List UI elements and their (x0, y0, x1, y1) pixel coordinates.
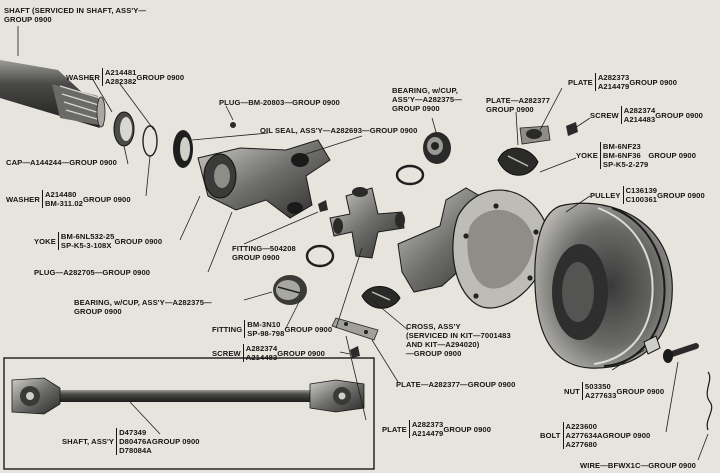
callout-bearing-top: BEARING, w/CUP, ASS'Y—A282375— GROUP 090… (392, 86, 462, 113)
snap-ring-part (142, 125, 158, 157)
plate-top-part (497, 147, 539, 176)
fitting-part (318, 200, 328, 212)
pulley-part (534, 202, 673, 369)
wire-part (706, 371, 713, 431)
plate-mid-part (331, 286, 401, 341)
bearing-cup-top-part (423, 132, 451, 164)
bolt-part (663, 343, 699, 363)
callout-wire: WIRE—BFWX1C—GROUP 0900 (580, 461, 696, 470)
screw-mid-part (350, 346, 360, 358)
callout-fitting-top: FITTING—504208 GROUP 0900 (232, 244, 296, 262)
cross-part (329, 187, 405, 259)
shaft-assembly-inset (3, 357, 375, 470)
flange-yoke-part (397, 187, 551, 309)
callout-plug-bm: PLUG—BM-20803—GROUP 0900 (219, 98, 340, 107)
callout-cross: CROSS, ASS'Y (SERVICED IN KIT—7001483 AN… (406, 322, 511, 358)
screw-right-part (566, 122, 578, 136)
callout-bearing-mid: BEARING, w/CUP, ASS'Y—A282375— GROUP 090… (74, 298, 212, 316)
callout-oil-seal: OIL SEAL, ASS'Y—A282693—GROUP 0900 (260, 126, 418, 135)
nut-part (643, 335, 661, 355)
callout-plate-mid: PLATE—A282377—GROUP 0900 (396, 380, 516, 389)
leader-lines (17, 26, 709, 461)
bearing-cup-mid-part (273, 275, 307, 305)
seal-rings-part (305, 164, 425, 268)
callout-plate-top: PLATE—A282377 GROUP 0900 (486, 96, 551, 114)
callout-shaft: SHAFT (SERVICED IN SHAFT, ASS'Y— GROUP 0… (4, 6, 147, 24)
plug-part (230, 122, 236, 128)
callout-cap: CAP—A144244—GROUP 0900 (6, 158, 117, 167)
washer-part (113, 111, 135, 147)
spline-shaft-part (0, 60, 106, 128)
oil-seal-left-part (173, 130, 193, 168)
yoke-left-part (197, 139, 331, 219)
callout-plug-a: PLUG—A282705—GROUP 0900 (34, 268, 151, 277)
plate-right-part (519, 125, 551, 145)
